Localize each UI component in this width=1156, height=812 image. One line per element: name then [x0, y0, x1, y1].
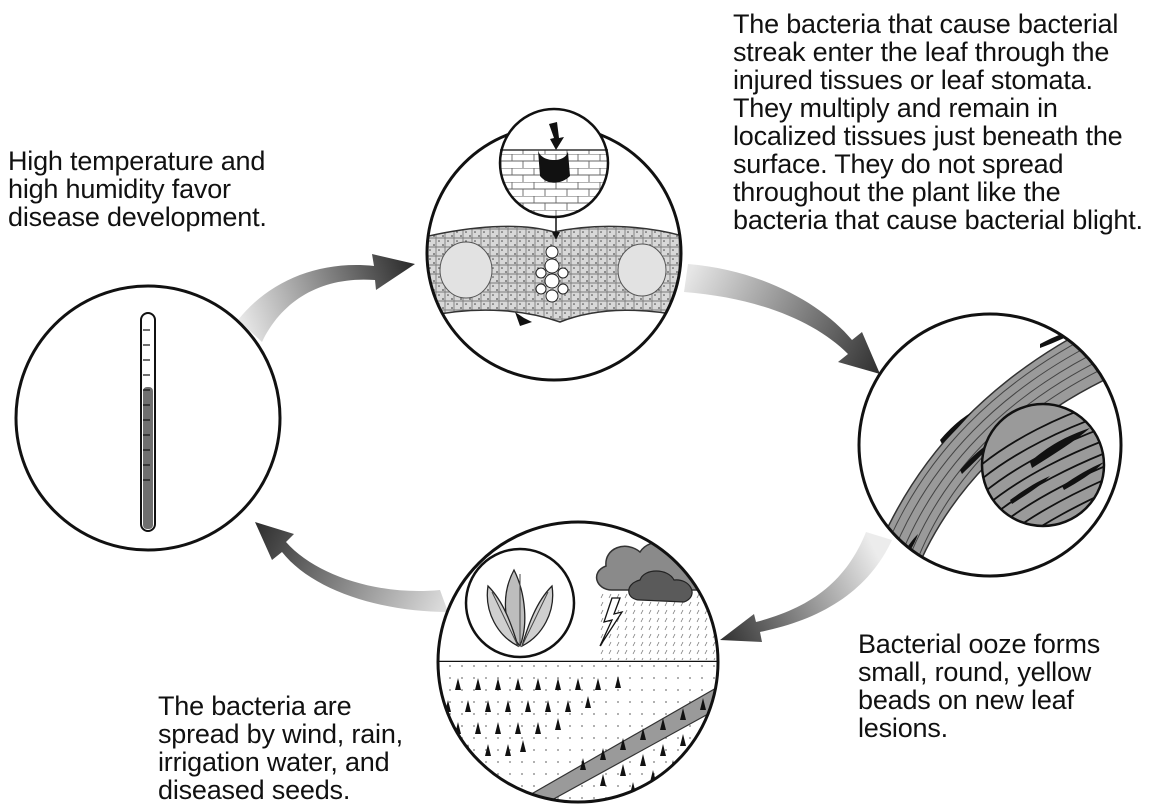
- arrow-field-to-thermometer-icon: [255, 522, 448, 612]
- caption-temperature-humidity: High temperature and high humidity favor…: [8, 147, 267, 231]
- caption-line: streak enter the leaf through the: [733, 38, 1143, 66]
- caption-line: spread by wind, rain,: [158, 720, 403, 748]
- leaf-tissue-icon: [420, 226, 690, 326]
- arrow-leaf-to-streak-icon: [684, 264, 880, 374]
- caption-line: small, round, yellow: [858, 658, 1100, 686]
- caption-line: high humidity favor: [8, 175, 267, 203]
- caption-line: injured tissues or leaf stomata.: [733, 66, 1143, 94]
- caption-line: beads on new leaf: [858, 686, 1100, 714]
- stage-thermometer: [16, 286, 280, 550]
- caption-line: The bacteria are: [158, 692, 403, 720]
- caption-line: High temperature and: [8, 147, 267, 175]
- stage-field-weather: [430, 520, 730, 812]
- caption-line: They multiply and remain in: [733, 94, 1143, 122]
- caption-line: localized tissues just beneath the: [733, 122, 1143, 150]
- caption-bacteria-entry: The bacteria that cause bacterial streak…: [733, 10, 1143, 234]
- caption-line: bacteria that cause bacterial blight.: [733, 206, 1143, 234]
- caption-line: surface. They do not spread: [733, 150, 1143, 178]
- caption-bacterial-ooze: Bacterial ooze forms small, round, yello…: [858, 630, 1100, 742]
- storm-field-icon: [430, 520, 730, 812]
- thermometer-icon: [141, 313, 155, 531]
- caption-bacteria-spread: The bacteria are spread by wind, rain, i…: [158, 692, 403, 804]
- arrow-streak-to-field-icon: [720, 532, 892, 642]
- caption-line: disease development.: [8, 203, 267, 231]
- caption-line: diseased seeds.: [158, 776, 403, 804]
- caption-line: Bacterial ooze forms: [858, 630, 1100, 658]
- arrow-thermometer-to-leaf-icon: [238, 254, 415, 342]
- stage-leaf-cross-section: [420, 109, 690, 380]
- stage-leaf-streak: [859, 300, 1150, 620]
- caption-line: The bacteria that cause bacterial: [733, 10, 1143, 38]
- caption-line: throughout the plant like the: [733, 178, 1143, 206]
- caption-line: irrigation water, and: [158, 748, 403, 776]
- caption-line: lesions.: [858, 714, 1100, 742]
